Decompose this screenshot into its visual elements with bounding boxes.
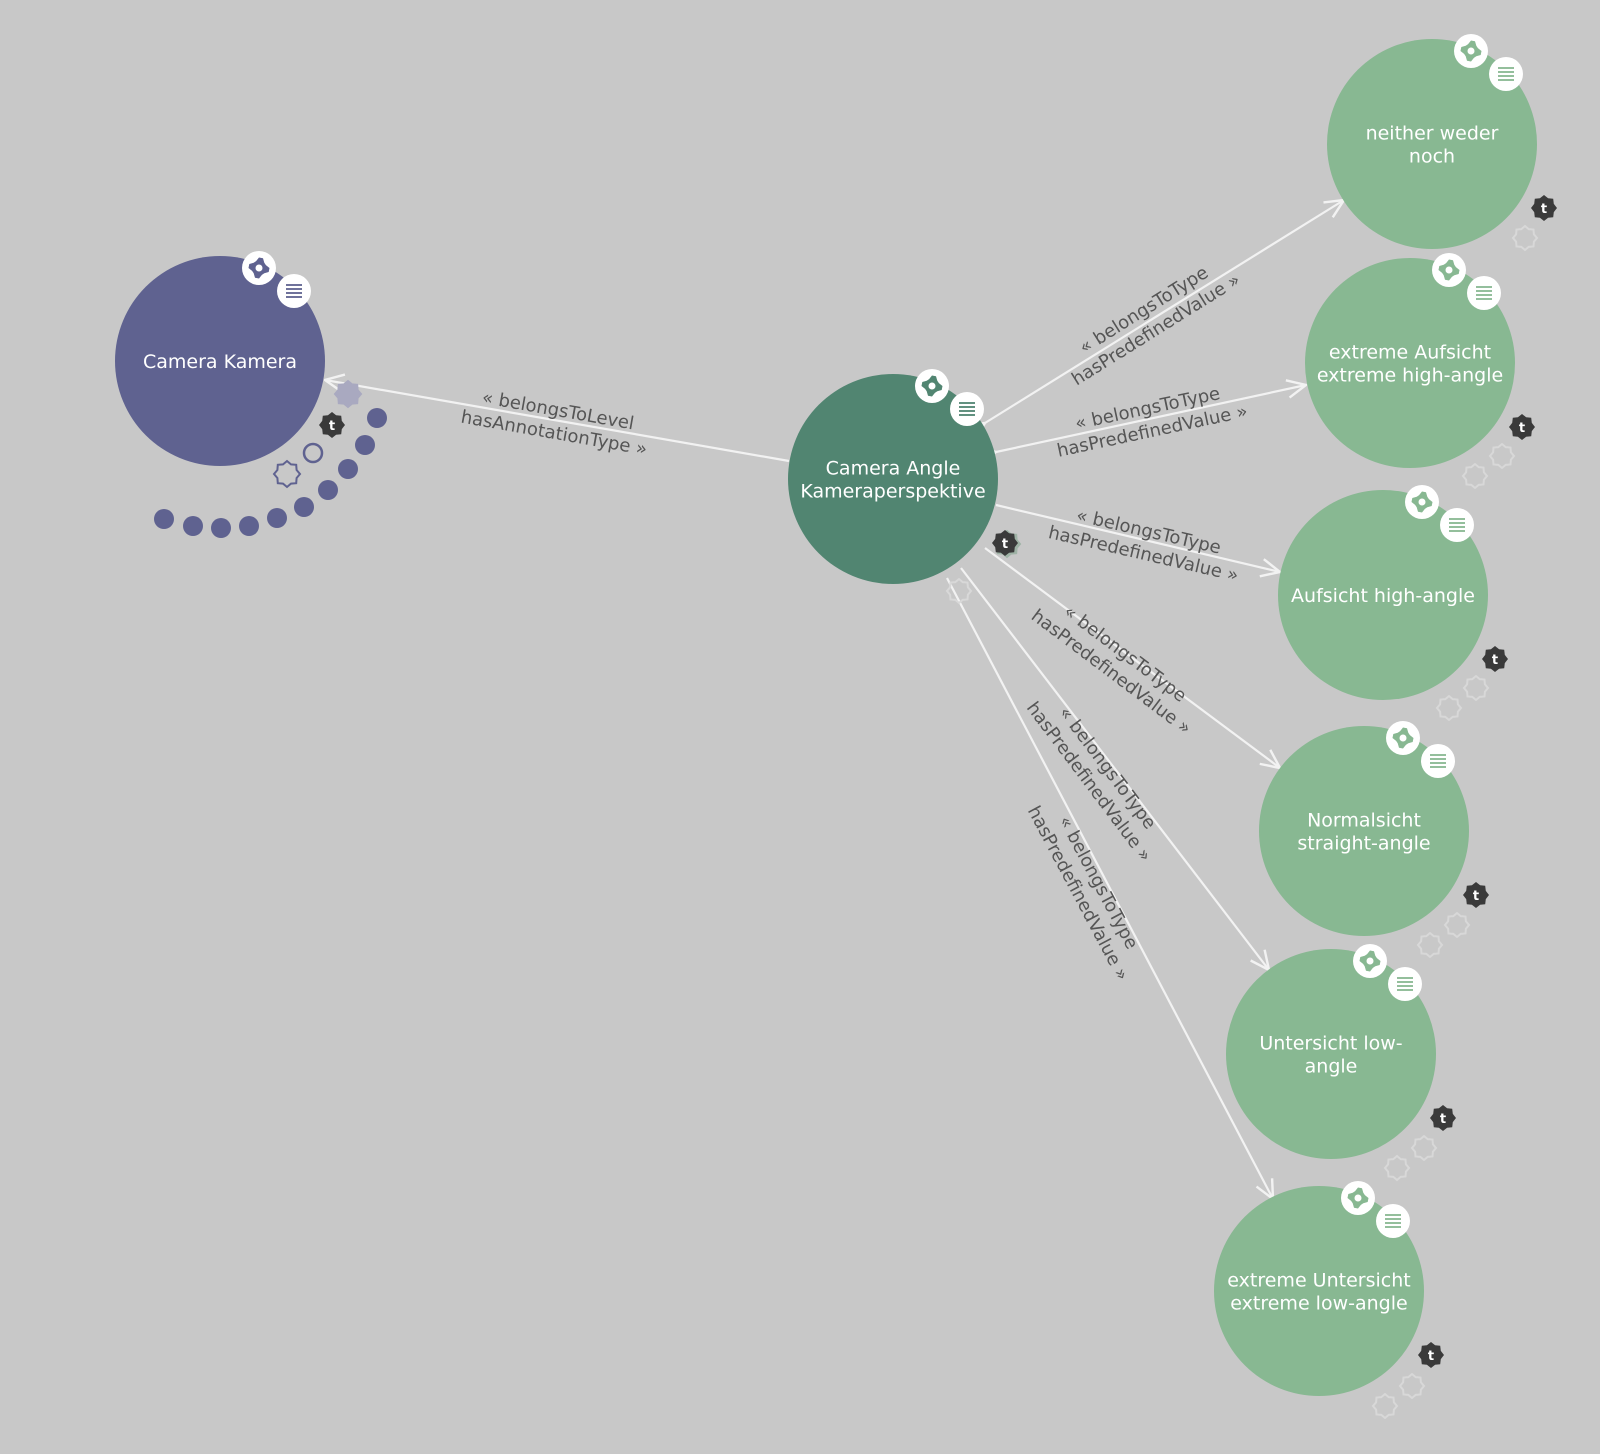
node-label: Camera Angle [826, 458, 961, 480]
node-label: noch [1409, 146, 1455, 168]
edge-line [995, 503, 1280, 572]
node-label: extreme high-angle [1317, 365, 1503, 387]
dot-icon[interactable] [355, 435, 375, 455]
dot-icon[interactable] [294, 497, 314, 517]
collapsed-flower-icon[interactable] [1416, 931, 1444, 959]
dot-icon[interactable] [338, 459, 358, 479]
edge-line [984, 547, 1280, 768]
tag-badge-icon[interactable]: t [1482, 646, 1508, 672]
tag-badge-icon[interactable]: t [1463, 882, 1489, 908]
tag-badge-label: t [1519, 421, 1525, 436]
gear-icon[interactable] [915, 369, 949, 403]
node-label: angle [1305, 1056, 1358, 1078]
node-circle [1226, 949, 1436, 1159]
collapsed-flower-icon[interactable] [1371, 1392, 1399, 1420]
gear-icon[interactable] [1405, 485, 1439, 519]
node-circle [1305, 258, 1515, 468]
node-circle [115, 256, 325, 466]
dot-icon[interactable] [318, 480, 338, 500]
collapsed-flower-icon[interactable] [1435, 694, 1463, 722]
dot-icon[interactable] [302, 442, 324, 464]
node-circle [1278, 490, 1488, 700]
collapsed-flower-icon[interactable] [1410, 1134, 1438, 1162]
node-label: extreme low-angle [1230, 1293, 1407, 1315]
list-icon[interactable] [1421, 744, 1455, 778]
node-label: neither weder [1366, 123, 1499, 145]
dot-icon[interactable] [267, 508, 287, 528]
tag-badge-label: t [1492, 653, 1498, 668]
gear-icon[interactable] [1432, 253, 1466, 287]
dot-icon[interactable] [367, 408, 387, 428]
collapsed-flower-icon[interactable] [1461, 462, 1489, 490]
node-untersicht[interactable]: Untersicht low-angle t [1226, 944, 1456, 1159]
node-label: extreme Aufsicht [1329, 342, 1491, 364]
collapsed-flower-icon[interactable] [333, 379, 363, 409]
gear-icon[interactable] [1454, 34, 1488, 68]
dot-icon[interactable] [154, 509, 174, 529]
list-icon[interactable] [1440, 508, 1474, 542]
list-icon[interactable] [277, 274, 311, 308]
tag-badge-icon[interactable]: t [1418, 1342, 1444, 1368]
gear-icon[interactable] [242, 251, 276, 285]
gear-icon[interactable] [1386, 721, 1420, 755]
tag-badge-icon[interactable]: t [1531, 195, 1557, 221]
list-icon[interactable] [1376, 1204, 1410, 1238]
dot-icon[interactable] [183, 516, 203, 536]
node-label: Untersicht low- [1259, 1033, 1402, 1055]
tag-badge-label: t [1473, 889, 1479, 904]
tag-badge-label: t [1440, 1112, 1446, 1127]
tag-badge-icon[interactable]: t [1509, 414, 1535, 440]
collapsed-flower-icon[interactable] [1383, 1154, 1411, 1182]
edge-line [960, 567, 1269, 970]
collapsed-flower-icon[interactable] [1443, 911, 1471, 939]
node-label: Kameraperspektive [800, 481, 985, 503]
tag-badge-label: t [1002, 537, 1008, 552]
edge-line [946, 577, 1273, 1199]
dot-icon[interactable] [239, 516, 259, 536]
list-icon[interactable] [1489, 57, 1523, 91]
tag-badge-label: t [1428, 1349, 1434, 1364]
collapsed-flower-icon[interactable] [1462, 674, 1490, 702]
list-icon[interactable] [1388, 967, 1422, 1001]
node-label: Aufsicht high-angle [1291, 585, 1475, 607]
tag-badge-label: t [1541, 202, 1547, 217]
collapsed-flower-icon[interactable] [945, 577, 973, 605]
list-icon[interactable] [1467, 276, 1501, 310]
node-circle [1327, 39, 1537, 249]
node-circle [788, 374, 998, 584]
tag-badge-label: t [329, 419, 335, 434]
tag-badge-icon[interactable]: t [319, 412, 345, 438]
tag-badge-icon[interactable]: t [1430, 1105, 1456, 1131]
node-circle [1259, 726, 1469, 936]
node-label: extreme Untersicht [1227, 1270, 1410, 1292]
collapsed-flower-icon[interactable] [272, 459, 302, 489]
node-label: Camera Kamera [143, 351, 297, 373]
node-camera-kamera[interactable]: Camera Kamera t [115, 251, 345, 466]
collapsed-flower-icon[interactable] [1488, 442, 1516, 470]
node-aufsicht[interactable]: Aufsicht high-angle t [1278, 485, 1508, 700]
gear-icon[interactable] [1353, 944, 1387, 978]
node-circle [1214, 1186, 1424, 1396]
edge-line [325, 380, 790, 463]
dot-icon[interactable] [211, 518, 231, 538]
list-icon[interactable] [950, 392, 984, 426]
collapsed-flower-icon[interactable] [1511, 224, 1539, 252]
node-label: straight-angle [1297, 833, 1430, 855]
collapsed-flower-icon[interactable] [1398, 1372, 1426, 1400]
edge-line [996, 385, 1306, 452]
node-label: Normalsicht [1307, 810, 1421, 832]
gear-icon[interactable] [1341, 1181, 1375, 1215]
tag-badge-icon[interactable]: t [992, 530, 1018, 556]
